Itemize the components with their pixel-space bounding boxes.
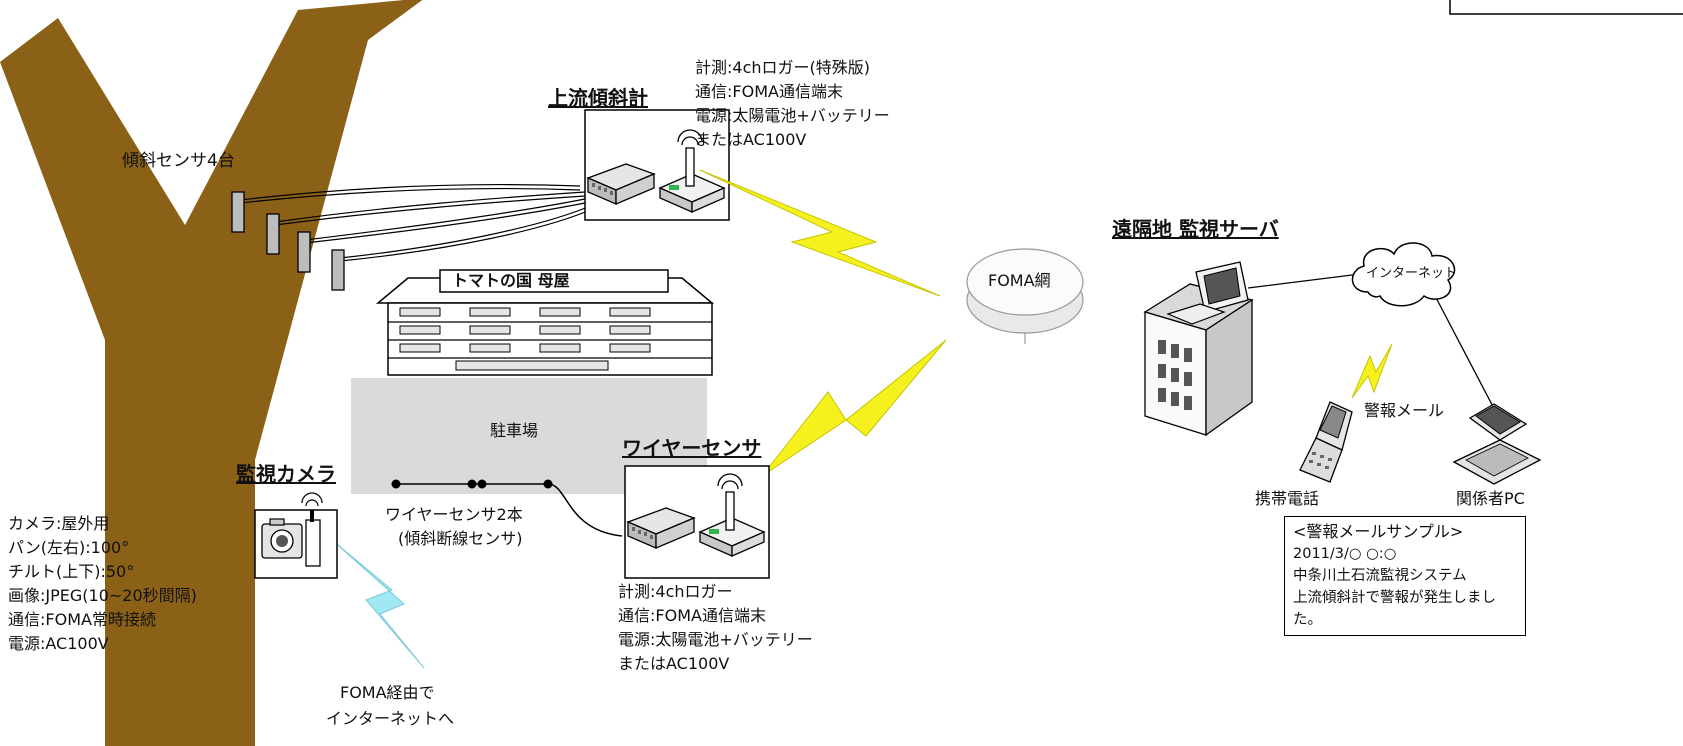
mobile-phone-icon (1299, 401, 1353, 483)
camera-via-sublabel: インターネットへ (326, 709, 455, 728)
upstream-spec-power: 電源:太陽電池+バッテリー (695, 106, 890, 125)
tilt-sensors-label: 傾斜センサ4台 (122, 151, 235, 171)
wire-spec-comm: 通信:FOMA通信端末 (618, 606, 766, 625)
wire-spec-measure: 計測:4chロガー (618, 582, 733, 601)
foma-network-label: FOMA網 (988, 271, 1051, 290)
upstream-router-icon (658, 129, 726, 213)
tree-trunk (0, 0, 423, 746)
server-icon (1143, 261, 1254, 437)
bolt-upstream (699, 169, 941, 297)
upstream-specs: 計測:4chロガー(特殊版) 通信:FOMA通信端末 電源:太陽電池+バッテリー… (695, 56, 890, 152)
wire-sensor-line (391, 479, 623, 537)
camera-spec-power: 電源:AC100V (8, 634, 109, 653)
wire-hub-icon (626, 507, 696, 549)
bolt-camera (331, 539, 425, 669)
server-title: 遠隔地 監視サーバ (1112, 217, 1279, 241)
upstream-spec-comm: 通信:FOMA通信端末 (695, 82, 843, 101)
tilt-sensor (231, 191, 245, 233)
wire-spec-power: 電源:太陽電池+バッテリー (618, 630, 813, 649)
camera-specs: カメラ:屋外用 パン(左右):100° チルト(上下):50° 画像:JPEG(… (8, 512, 197, 656)
wire-sensor-title: ワイヤーセンサ (622, 436, 762, 460)
tilt-sensor (297, 231, 311, 273)
mail-sample-system: 中条川土石流監視システム (1293, 568, 1467, 584)
internet-pc-link (1431, 289, 1501, 421)
upstream-spec-measure: 計測:4chロガー(特殊版) (695, 58, 870, 77)
camera-icon (261, 492, 323, 567)
camera-spec-comm: 通信:FOMA常時接続 (8, 610, 156, 629)
wire-spec-power-alt: またはAC100V (618, 654, 730, 673)
alert-mail-sample: <警報メールサンプル> 2011/3/○ ○:○ 中条川土石流監視システム 上流… (1284, 516, 1526, 636)
upstream-hub-icon (586, 163, 656, 205)
tilt-sensors (231, 191, 345, 291)
internet-cloud-icon (1351, 242, 1456, 307)
camera-spec-image: 画像:JPEG(10~20秒間隔) (8, 586, 197, 605)
pc-label: 関係者PC (1456, 489, 1525, 508)
building-name: トマトの国 母屋 (452, 271, 570, 290)
mail-sample-header: <警報メールサンプル> (1293, 522, 1464, 541)
wire-router-icon (698, 473, 766, 557)
tilt-sensor (266, 213, 280, 255)
internet-label: インターネット (1366, 266, 1458, 281)
server-internet-link (1247, 273, 1361, 289)
alert-mail-label: 警報メール (1364, 401, 1445, 420)
mobile-phone-label: 携帯電話 (1255, 489, 1320, 508)
camera-via-label: FOMA経由で (340, 683, 435, 702)
wire-sensors-label: ワイヤーセンサ2本 (385, 505, 523, 524)
camera-spec-tilt: チルト(上下):50° (8, 562, 135, 581)
bolt-wire (761, 339, 947, 477)
laptop-icon (1452, 403, 1542, 485)
mail-sample-message-end: た。 (1293, 612, 1322, 628)
camera-title: 監視カメラ (236, 462, 336, 486)
tilt-sensor (331, 249, 345, 291)
wire-specs: 計測:4chロガー 通信:FOMA通信端末 電源:太陽電池+バッテリー またはA… (618, 580, 813, 676)
camera-spec-type: カメラ:屋外用 (8, 514, 110, 533)
camera-spec-pan: パン(左右):100° (8, 538, 130, 557)
sensor-cables (239, 183, 596, 262)
corner-box (1449, 0, 1683, 15)
upstream-title: 上流傾斜計 (548, 86, 648, 110)
bolt-internet (1351, 343, 1393, 399)
mail-sample-message: 上流傾斜計で警報が発生しまし (1293, 590, 1496, 606)
mail-sample-date: 2011/3/○ ○:○ (1293, 546, 1397, 562)
wire-sensors-sublabel: (傾斜断線センサ) (398, 529, 523, 548)
parking-label: 駐車場 (490, 421, 539, 440)
foma-network-icon (966, 248, 1084, 344)
main-building (375, 269, 715, 376)
upstream-spec-power-alt: またはAC100V (695, 130, 807, 149)
